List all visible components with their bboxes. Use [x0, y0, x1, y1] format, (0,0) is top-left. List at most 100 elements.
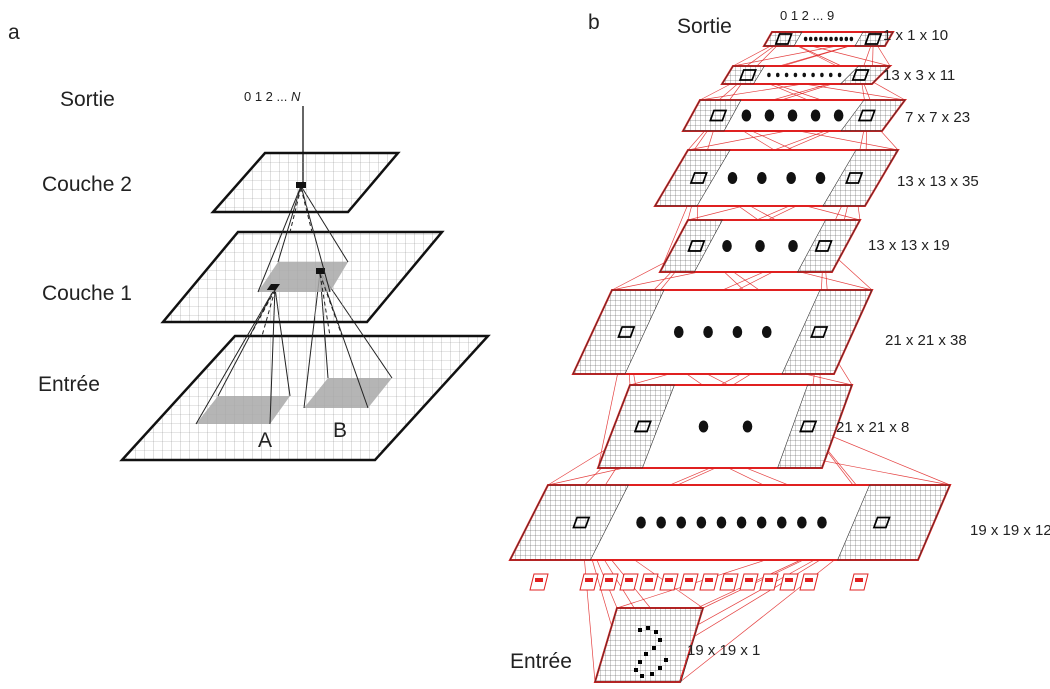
channel-dot [834, 36, 838, 42]
feature-map-grid [854, 31, 894, 47]
receptive-window [799, 420, 818, 433]
receptive-window [633, 420, 652, 433]
filter-kernel-weights [685, 578, 693, 582]
channel-dot [786, 172, 796, 184]
receptive-window [851, 69, 870, 81]
input-pixel [664, 658, 668, 662]
filter-kernel-icon [759, 573, 779, 591]
channel-dot [824, 36, 828, 42]
channel-dot [757, 172, 767, 184]
layer-dims-label: 13 x 3 x 11 [883, 67, 955, 84]
channel-dot [722, 240, 732, 252]
channel-dot [793, 72, 798, 78]
filter-kernel-icon [849, 573, 869, 591]
filter-kernel-icon [719, 573, 739, 591]
panel-a-region-b [304, 378, 392, 408]
channel-dot [837, 72, 842, 78]
filter-kernel-icon [799, 573, 819, 591]
channel-dot [815, 172, 826, 184]
filter-kernel-icon [639, 573, 659, 591]
layer-slab-7: 21 x 21 x 8 [596, 384, 909, 469]
filter-kernel-weights [805, 578, 813, 582]
panel-a-layer2-label: Couche 2 [42, 173, 132, 196]
filter-kernel-icon [619, 573, 639, 591]
layer-slab-9: 19 x 19 x 1 [593, 607, 760, 683]
channel-dot [814, 36, 818, 42]
channel-dot [736, 516, 747, 529]
layer-dims-label: 13 x 13 x 35 [897, 173, 979, 190]
panel-a-region-a [196, 396, 290, 424]
panel-a-region-b-label: B [333, 419, 347, 442]
filter-kernel-icon [739, 573, 759, 591]
layer-slab-3: 7 x 7 x 23 [681, 99, 970, 132]
layer-slab-1: 1 x 1 x 10 [762, 27, 948, 47]
layer-dims-label: 1 x 1 x 10 [883, 27, 948, 44]
channel-dot [673, 326, 684, 338]
receptive-window [689, 172, 708, 184]
filter-kernel-weights [765, 578, 773, 582]
channel-dot [756, 516, 767, 529]
filter-kernel-weights [605, 578, 613, 582]
panel-b-output-digits: 0 1 2 ... 9 [780, 8, 834, 23]
channel-dot [767, 72, 771, 78]
filter-kernel-weights [625, 578, 633, 582]
receptive-window [814, 240, 833, 252]
channel-dot [764, 109, 775, 122]
filter-kernel-weights [855, 578, 863, 582]
channel-dot [808, 36, 813, 42]
input-pixel [658, 638, 662, 642]
panel-a-layer1-label: Couche 1 [42, 282, 132, 305]
receptive-window [872, 516, 891, 529]
filter-kernel-icon [529, 573, 549, 591]
panel-b-letter: b [588, 11, 600, 34]
panel-b-input-label: Entrée [510, 650, 572, 673]
panel-a-letter: a [8, 21, 20, 44]
receptive-window [617, 326, 636, 338]
channel-dot [636, 516, 646, 529]
panel-a-region-a-label: A [258, 429, 272, 452]
receptive-window [709, 109, 728, 122]
layer-slab-2: 13 x 3 x 11 [720, 65, 955, 85]
feature-map-grid [781, 289, 873, 375]
channel-dot [787, 109, 798, 122]
feature-map-grid [763, 31, 803, 47]
layer-dims-label: 19 x 19 x 1 [687, 642, 760, 659]
channel-dot [803, 36, 808, 42]
channel-dot [849, 36, 854, 42]
filter-kernel-weights [745, 578, 753, 582]
channel-dot [741, 109, 752, 122]
panel-a-dashed-links [249, 273, 343, 337]
channel-dot [676, 516, 687, 529]
filter-kernel-weights [705, 578, 713, 582]
layer-slab-4: 13 x 13 x 35 [653, 149, 979, 207]
panel-a-unit-b [316, 268, 325, 274]
receptive-window [687, 240, 706, 252]
layer-slab-8: 19 x 19 x 12 [508, 484, 1050, 561]
input-pixel [646, 626, 650, 630]
filter-kernel-weights [665, 578, 673, 582]
panel-a-output-label: Sortie [60, 88, 115, 111]
channel-dot [839, 36, 843, 42]
channel-dot [811, 72, 815, 78]
panel-a-dashed-layer2 [289, 187, 313, 233]
panel-a-unit-a [266, 284, 280, 290]
channel-dot [698, 420, 709, 433]
filter-kernel-icon [579, 573, 599, 591]
receptive-window [857, 109, 876, 122]
channel-dot [696, 516, 707, 529]
input-pixel [654, 630, 658, 634]
receptive-window [810, 326, 829, 338]
feature-map-grid [837, 484, 951, 561]
panel-b-layers: 1 x 1 x 10 13 x 3 x 11 7 x 7 x 23 13 x 13 x… [508, 27, 1050, 683]
receptive-window [572, 516, 591, 529]
layer-slab-5: 13 x 13 x 19 [658, 219, 950, 273]
channel-dot [788, 240, 798, 252]
panel-b-output-label: Sortie [677, 15, 732, 38]
panel-a-input-label: Entrée [38, 373, 100, 396]
filter-kernel-weights [645, 578, 653, 582]
receptive-window [864, 33, 883, 45]
filter-kernel-icon [679, 573, 699, 591]
channel-dot [732, 326, 743, 338]
channel-dot [797, 516, 807, 529]
